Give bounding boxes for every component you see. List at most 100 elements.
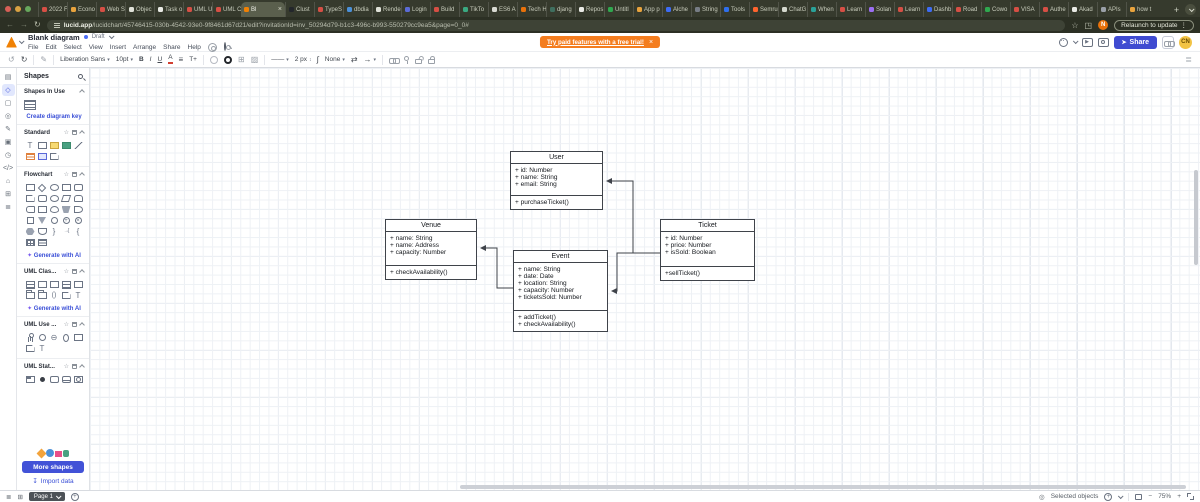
connector-ticket-user[interactable] xyxy=(606,178,660,254)
browser-tab[interactable]: TikTo xyxy=(459,2,488,17)
shape-cell[interactable] xyxy=(48,374,60,385)
shape-cell[interactable] xyxy=(24,237,36,248)
browser-tab[interactable]: Road xyxy=(952,2,981,17)
diagram-canvas[interactable]: User+ id: Number+ name: String+ email: S… xyxy=(90,68,1200,490)
browser-tab[interactable]: Solan xyxy=(865,2,894,17)
shape-cell[interactable] xyxy=(24,279,36,290)
trial-banner[interactable]: Try paid features with a free trial! × xyxy=(539,36,661,48)
menu-insert[interactable]: Insert xyxy=(109,43,127,51)
back-button[interactable]: ← xyxy=(6,20,14,29)
section-header[interactable]: UML Stat...☆ xyxy=(24,363,85,370)
line-type-select[interactable]: None▾ xyxy=(324,56,345,63)
pin-icon[interactable] xyxy=(404,56,410,64)
shape-cell[interactable] xyxy=(48,140,60,151)
collapse-icon[interactable] xyxy=(79,363,85,370)
connector-event-venue[interactable] xyxy=(480,245,513,289)
shape-cell[interactable]: { xyxy=(72,226,84,237)
browser-tab[interactable]: Semru xyxy=(749,2,778,17)
collapse-icon[interactable] xyxy=(79,129,85,136)
browser-profile-avatar[interactable]: N xyxy=(1098,20,1109,30)
shapes-icon[interactable]: ◇ xyxy=(1,84,15,96)
history-icon[interactable] xyxy=(207,42,217,52)
stroke-color-button[interactable] xyxy=(223,55,232,64)
shape-cell[interactable] xyxy=(60,374,72,385)
collapse-icon[interactable] xyxy=(79,268,85,275)
shape-cell[interactable]: T xyxy=(36,343,48,354)
trash-icon[interactable] xyxy=(72,269,77,274)
add-selection-button[interactable]: + xyxy=(1104,492,1113,501)
browser-tab[interactable]: App p xyxy=(633,2,662,17)
shape-cell[interactable] xyxy=(60,332,72,343)
star-icon[interactable]: ☆ xyxy=(63,364,69,370)
shape-cell[interactable] xyxy=(36,290,48,301)
close-icon[interactable]: × xyxy=(648,38,654,46)
line-curve-icon[interactable]: ∫ xyxy=(316,54,319,64)
layers-icon[interactable]: ≣ xyxy=(5,204,11,211)
forward-button[interactable]: → xyxy=(20,20,28,29)
horizontal-scrollbar[interactable] xyxy=(460,485,1186,489)
fullscreen-icon[interactable] xyxy=(1187,493,1194,500)
shape-cell[interactable] xyxy=(60,204,72,215)
star-icon[interactable]: ☆ xyxy=(63,172,69,178)
shape-cell[interactable] xyxy=(36,204,48,215)
doc-search-icon[interactable] xyxy=(223,41,232,52)
swap-arrows-icon[interactable]: ⇄ xyxy=(350,54,358,64)
shape-cell[interactable] xyxy=(24,374,36,385)
shape-cell[interactable] xyxy=(36,193,48,204)
shape-cell[interactable] xyxy=(72,140,84,151)
import-data-link[interactable]: ↧Import data xyxy=(32,477,74,486)
line-style-select[interactable]: ——▾ xyxy=(271,56,289,63)
shape-cell[interactable] xyxy=(24,151,36,162)
image-icon[interactable]: ▣ xyxy=(4,139,12,146)
shape-cell[interactable]: + xyxy=(60,215,72,226)
collapse-icon[interactable] xyxy=(79,171,85,178)
browser-tab[interactable]: ES6 A xyxy=(488,2,517,17)
grid-icon[interactable]: ⊞ xyxy=(5,191,11,198)
browser-tab[interactable]: Alche xyxy=(662,2,691,17)
shape-cell[interactable] xyxy=(36,226,48,237)
menu-arrange[interactable]: Arrange xyxy=(133,43,157,51)
browser-tab[interactable]: Learn xyxy=(894,2,923,17)
camera-icon[interactable] xyxy=(1097,37,1109,47)
chevron-down-icon[interactable] xyxy=(1118,492,1124,499)
shape-cell[interactable] xyxy=(24,204,36,215)
shape-cell[interactable]: ⊖ xyxy=(48,332,60,343)
shape-cell[interactable] xyxy=(72,204,84,215)
browser-tab[interactable]: Build xyxy=(430,2,459,17)
format-painter-icon[interactable]: ✎ xyxy=(40,54,48,64)
fill-color-button[interactable] xyxy=(209,55,218,64)
menu-file[interactable]: File xyxy=(28,43,39,51)
browser-tab[interactable]: dbdia xyxy=(343,2,372,17)
frame-icon[interactable]: ▢ xyxy=(4,100,12,107)
browser-tab[interactable]: Bl× xyxy=(241,2,285,17)
shape-cell[interactable] xyxy=(60,193,72,204)
link-icon[interactable] xyxy=(389,58,401,64)
browser-tab[interactable]: 2022 F xyxy=(38,2,67,17)
user-avatar[interactable]: CN xyxy=(1179,35,1192,49)
code-icon[interactable]: </> xyxy=(2,164,14,172)
shape-cell[interactable] xyxy=(36,374,48,385)
browser-tab[interactable]: Web S xyxy=(96,2,125,17)
arrowhead-select[interactable]: →▾ xyxy=(363,54,377,64)
browser-tab[interactable]: Objec xyxy=(125,2,154,17)
menu-view[interactable]: View xyxy=(88,43,103,51)
browser-tab[interactable]: Untitl xyxy=(604,2,633,17)
lucidchart-logo-icon[interactable] xyxy=(6,36,17,48)
browser-tab[interactable]: Dashb xyxy=(923,2,952,17)
text-color-button[interactable]: A xyxy=(168,55,173,64)
copy-link-button[interactable] xyxy=(1162,35,1175,49)
window-controls[interactable] xyxy=(5,0,31,17)
comment-icon[interactable] xyxy=(1058,36,1068,47)
draft-status[interactable]: Draft xyxy=(91,34,105,40)
shape-cell[interactable] xyxy=(24,226,36,237)
address-bar[interactable]: lucid.app/lucidchart/45746415-030b-4542-… xyxy=(46,19,1066,31)
browser-tab[interactable]: Tools xyxy=(720,2,749,17)
shape-cell[interactable] xyxy=(72,279,84,290)
shape-cell[interactable] xyxy=(24,290,36,301)
browser-tab[interactable]: Task o xyxy=(154,2,183,17)
trial-banner-label[interactable]: Try paid features with a free trial! xyxy=(546,38,644,46)
menu-select[interactable]: Select xyxy=(63,43,82,51)
trash-icon[interactable] xyxy=(72,364,77,369)
chevron-down-icon[interactable] xyxy=(108,33,115,40)
chevron-down-icon[interactable] xyxy=(18,38,25,45)
